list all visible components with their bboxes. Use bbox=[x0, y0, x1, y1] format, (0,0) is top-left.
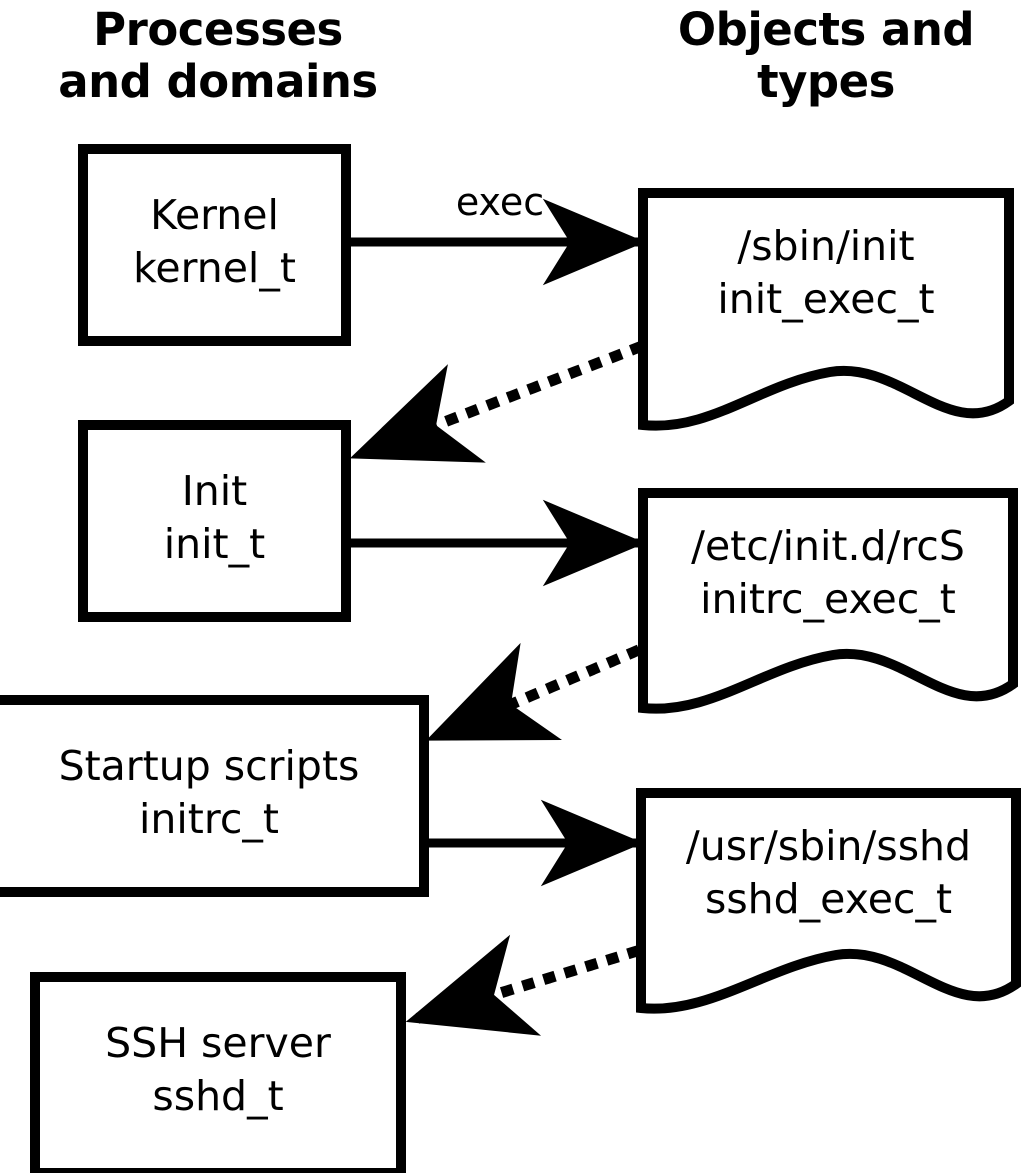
edge-initrc_exec-transition-initrc[interactable] bbox=[424, 642, 642, 746]
object-doc-init-exec[interactable] bbox=[638, 188, 1014, 431]
column-header-processes: Processes and domains bbox=[58, 3, 378, 108]
process-box-sshd[interactable] bbox=[30, 972, 406, 1173]
process-box-kernel[interactable] bbox=[78, 144, 351, 346]
edge-label-exec: exec bbox=[455, 180, 545, 224]
object-doc-initrc-exec[interactable] bbox=[638, 488, 1018, 714]
object-doc-sshd-exec[interactable] bbox=[636, 788, 1021, 1014]
edge-sshd_exec-transition-sshd[interactable] bbox=[405, 934, 641, 1036]
process-box-initrc[interactable] bbox=[0, 695, 429, 897]
process-box-init[interactable] bbox=[78, 420, 351, 622]
column-header-objects: Objects and types bbox=[677, 3, 975, 108]
edge-init_exec-transition-init[interactable] bbox=[348, 340, 645, 464]
